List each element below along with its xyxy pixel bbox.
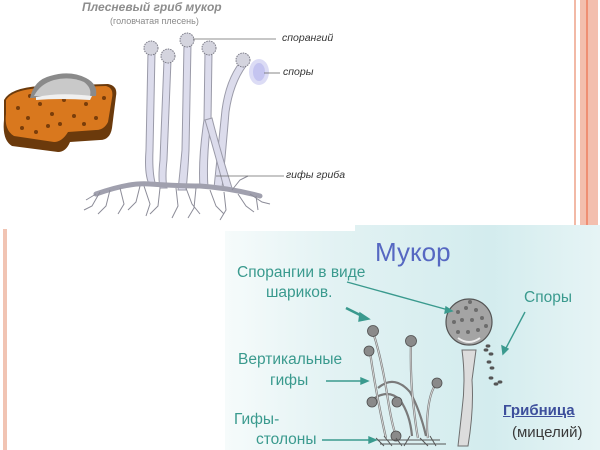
label-vertical-hyphae-line2: гифы (270, 372, 309, 389)
label-sporangia-line1: Спорангии в виде (237, 264, 366, 281)
rhizoid-network-icon (93, 181, 263, 199)
top-diagram-title: Плесневый гриб мукор (82, 0, 222, 14)
label-stolons-line2: столоны (256, 431, 317, 448)
label-vertical-hyphae-line1: Вертикальные (238, 351, 343, 368)
label-sporangium: спорангий (282, 32, 334, 44)
spore-cloud-icon (249, 59, 269, 85)
label-mycelium-sub: (мицелий) (512, 424, 583, 441)
sporangia-heads-icon (143, 32, 251, 68)
label-hyphae: гифы гриба (286, 169, 346, 181)
bread-slice-icon (3, 73, 117, 152)
label-spores: споры (283, 66, 314, 78)
top-diagram-subtitle: (головчатая плесень) (110, 16, 199, 26)
vertical-hyphae-icon (368, 331, 437, 439)
label-leader-lines (193, 38, 284, 177)
large-sporangium-icon (445, 298, 493, 447)
label-sporangia-line2: шариков. (266, 284, 333, 301)
mucor-drawing-panel: Плесневый гриб мукор (головчатая плесень… (0, 0, 360, 225)
mucor-title: Мукор (375, 237, 451, 267)
decorative-stripe-thin (574, 0, 576, 226)
panel-notch (225, 225, 355, 231)
stolon-mycelium-icon (375, 435, 446, 447)
released-spores-icon (483, 344, 503, 386)
decorative-left-bar (3, 229, 7, 450)
label-arrows (322, 281, 526, 445)
label-mycelium: Грибница (503, 402, 575, 419)
decorative-stripe-wide (580, 0, 598, 226)
small-sporangia-icon (363, 325, 443, 442)
label-stolons-line1: Гифы- (234, 411, 280, 428)
label-spores-detail: Споры (524, 289, 572, 306)
decorative-stripe-line (586, 0, 588, 226)
mucor-drawing-illustration (3, 32, 284, 221)
